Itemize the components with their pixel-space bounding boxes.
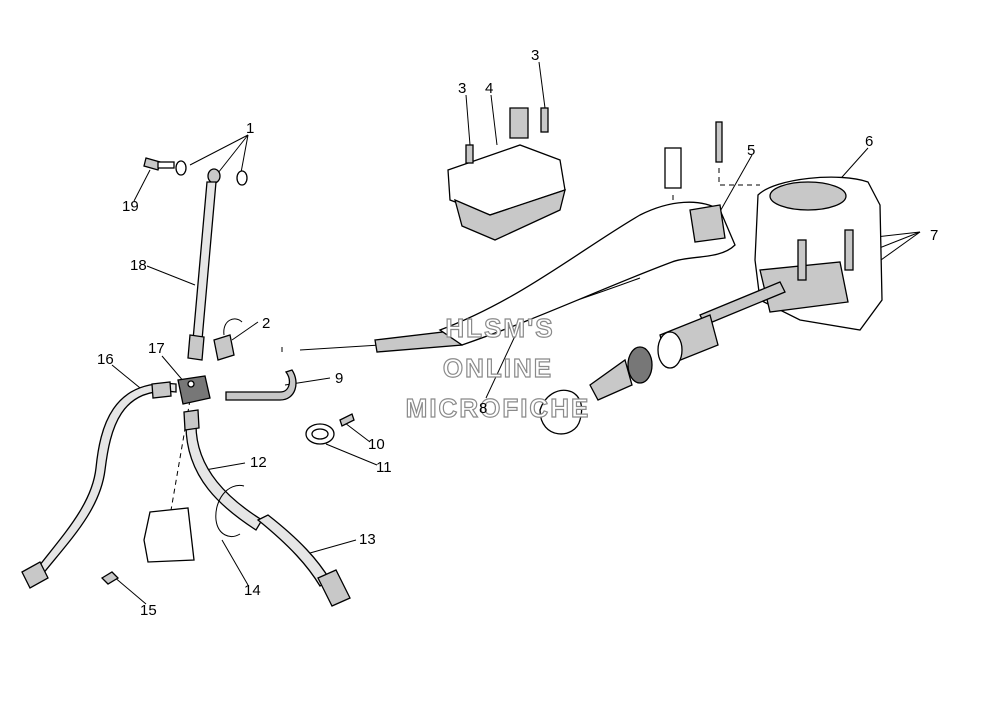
callout-17: 17 [148,340,165,357]
watermark-line-1: HLSM'S [445,313,554,343]
callout-3: 3 [458,80,466,97]
screw-part-10 [339,413,355,427]
brake-line-part-9 [225,369,297,401]
brake-hose-part-16 [21,381,177,589]
callout-11: 11 [376,459,392,476]
callout-10: 10 [368,436,385,453]
piston-assembly-part-8 [539,281,786,435]
callout-7: 7 [930,227,938,244]
screw-part-7 [797,229,854,281]
callout-13: 13 [359,531,376,548]
callout-16: 16 [97,351,114,368]
callout-6: 6 [865,133,873,150]
reservoir-cover-part-4 [447,107,566,241]
washer-part-1 [175,160,248,186]
hose-clip-part-14 [215,484,245,537]
callout-8: 8 [479,400,487,417]
callout-5: 5 [747,142,755,159]
heat-shield-pad [143,507,195,563]
brake-hose-part-13 [256,514,351,607]
callout-9: 9 [335,370,343,387]
brake-hose-part-12 [183,409,263,531]
upper-brake-hose-part-18 [187,181,217,361]
watermark-line-3: MICROFICHE [406,393,591,423]
callout-12: 12 [250,454,267,471]
pins [664,121,723,189]
screw-part-3 [465,107,549,164]
callout-15: 15 [140,602,157,619]
brake-light-switch-part-2 [213,318,243,361]
junction-block-part-17 [177,375,211,405]
callout-1: 1 [246,120,254,137]
watermark-line-2: ONLINE [443,353,553,383]
master-cylinder-part-6 [754,176,883,331]
banjo-bolt-part-19 [143,157,175,171]
callout-19: 19 [122,198,139,215]
callout-18: 18 [130,257,147,274]
callout-2: 2 [262,315,270,332]
watermark: HLSM'S ONLINE MICROFICHE [405,312,591,423]
screw-part-15 [100,571,120,585]
callout-3: 3 [531,47,539,64]
callout-labels: 1 2 3 3 4 5 6 7 8 9 10 11 12 13 14 15 16… [97,47,938,619]
callout-4: 4 [485,80,493,97]
callout-14: 14 [244,582,261,599]
brake-lever-part-5 [438,201,736,346]
clamp-part-11 [305,423,335,445]
